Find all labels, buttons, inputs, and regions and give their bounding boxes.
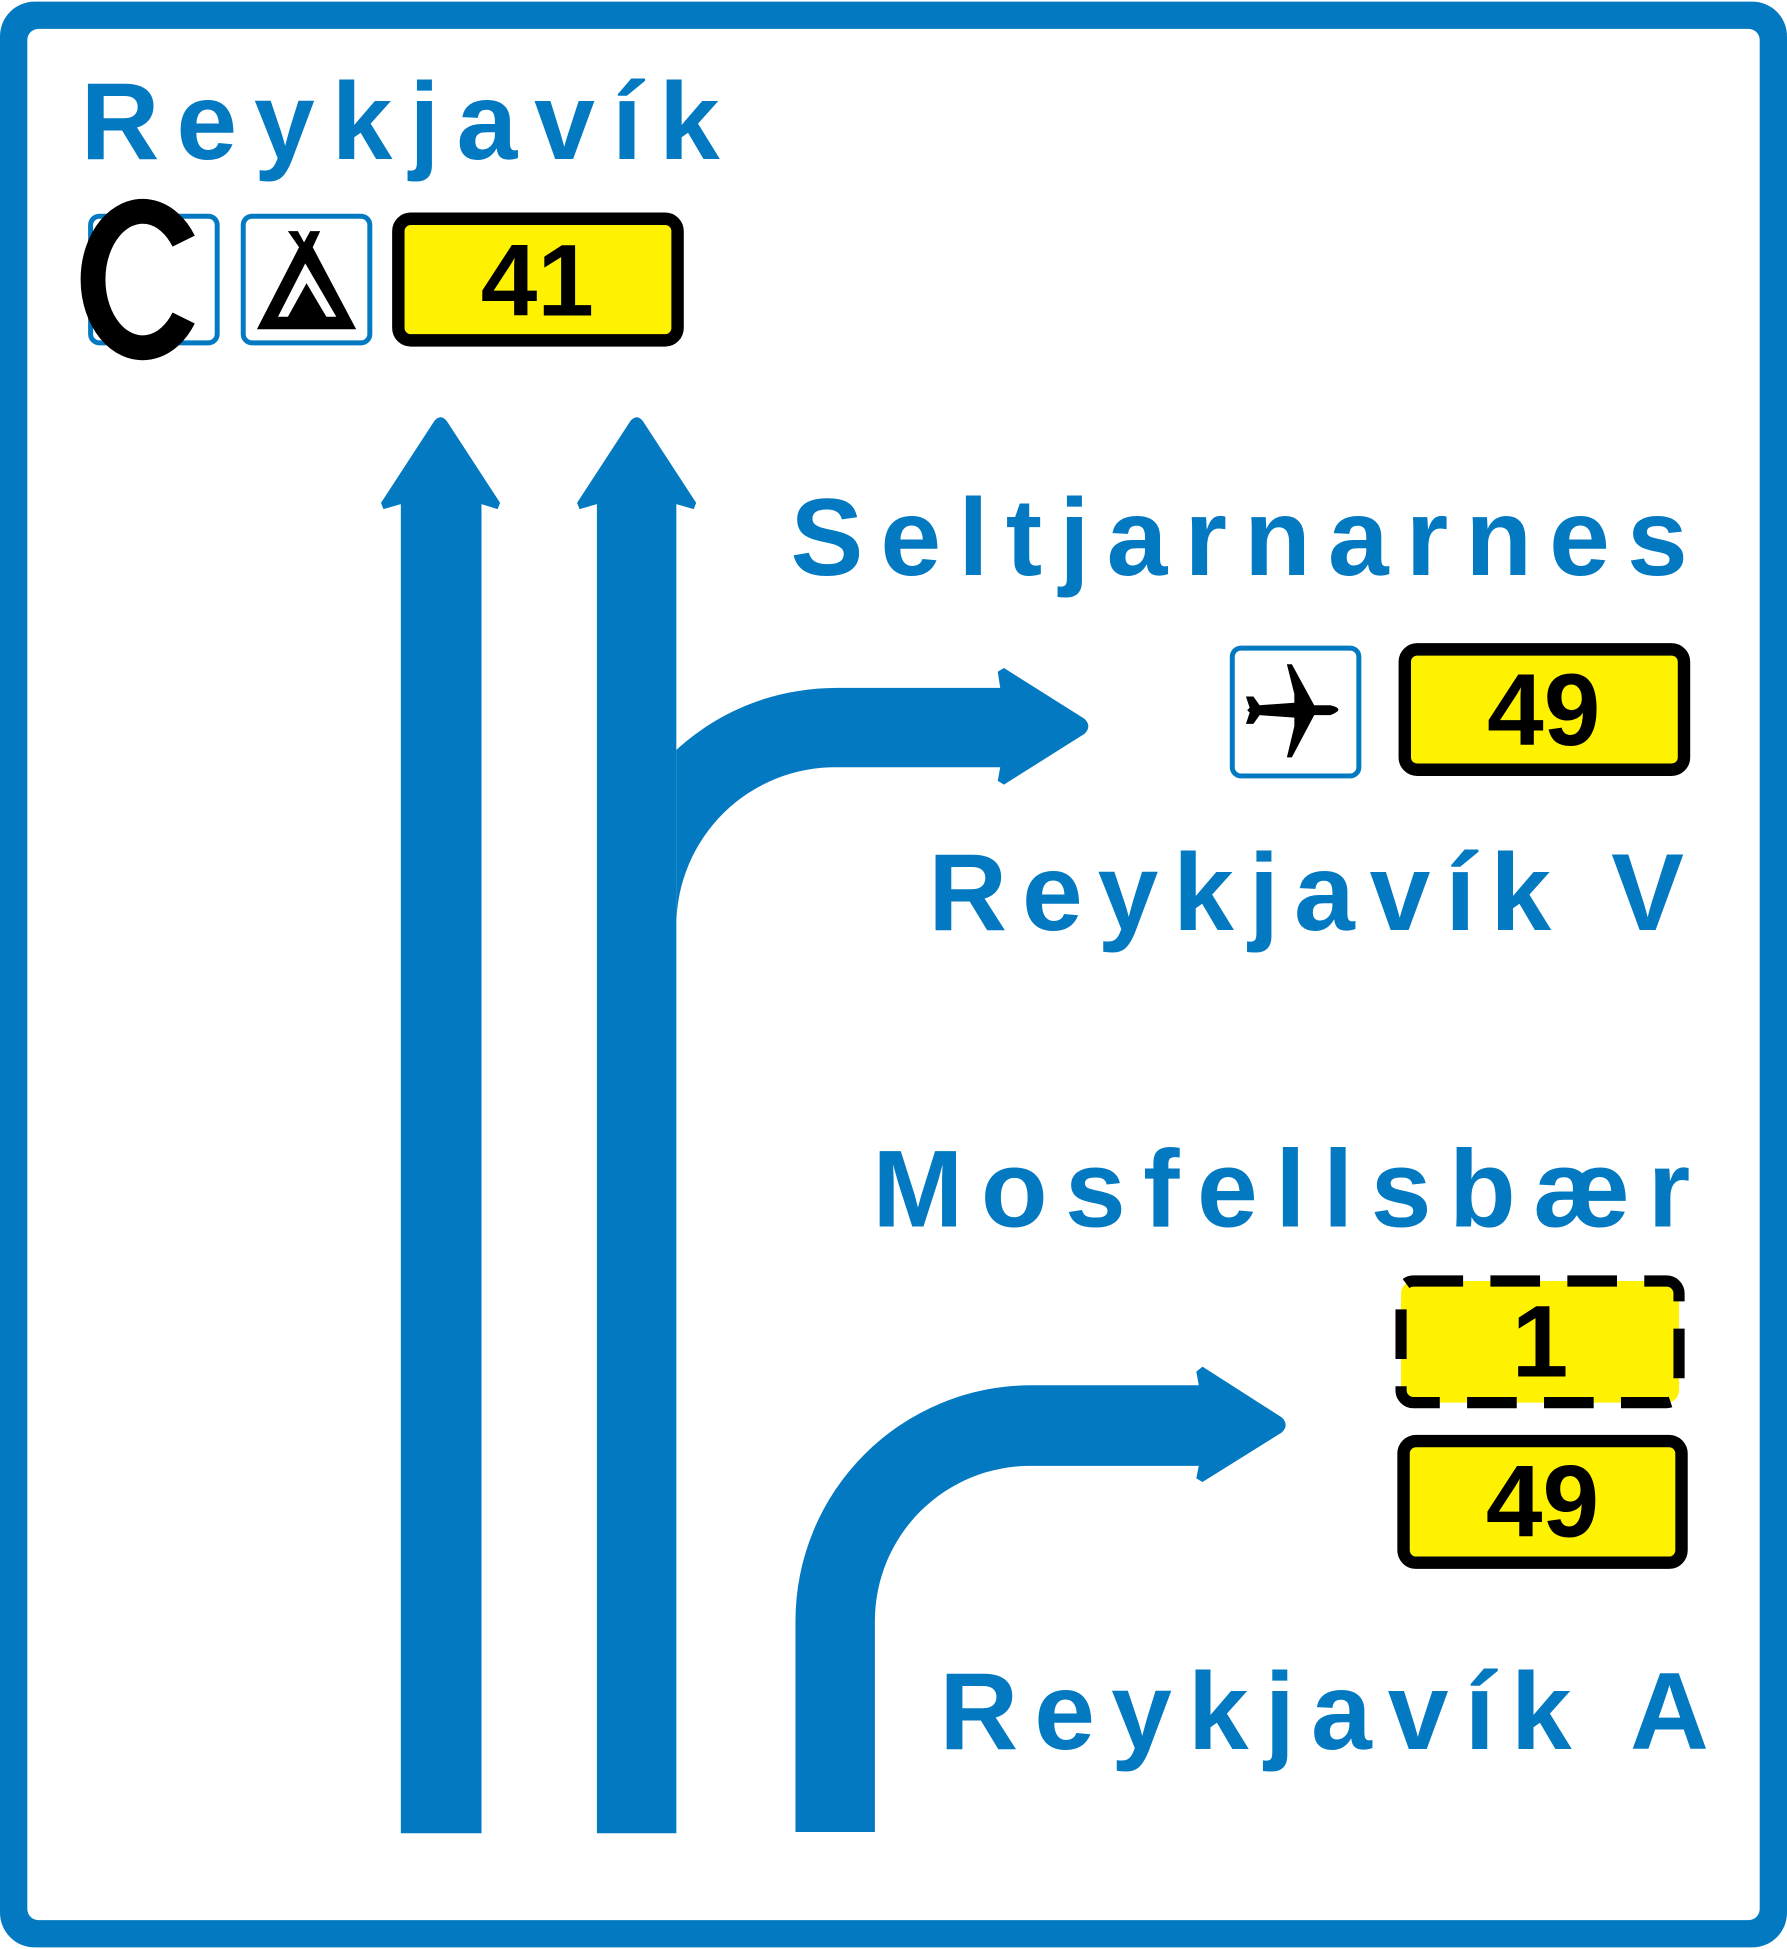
upper-exit-arrow: [676, 667, 1089, 927]
campsite-tent-icon: [240, 213, 373, 346]
airport-plane-icon: [1229, 645, 1362, 779]
route-1-dashed-badge: 1: [1395, 1275, 1685, 1409]
route-41-badge: 41: [392, 212, 684, 347]
destination-reykjavik-v: Reykjavík V: [928, 832, 1684, 954]
straight-arrow-right: [577, 417, 697, 1834]
route-49-badge-lower: 49: [1397, 1434, 1688, 1569]
camping-card-icon: [80, 198, 220, 361]
route-number: 41: [481, 224, 594, 338]
straight-arrow-left: [380, 417, 501, 1834]
destination-reykjavik-a: Reykjavík A: [939, 1651, 1708, 1773]
route-number: 49: [1486, 1445, 1599, 1559]
route-number: 49: [1487, 653, 1600, 767]
destination-mosfellsbaer: Mosfellsbær: [872, 1128, 1690, 1250]
lower-exit-arrow: [795, 1366, 1286, 1833]
route-number: 1: [1512, 1285, 1569, 1399]
route-49-badge-upper: 49: [1398, 643, 1691, 776]
